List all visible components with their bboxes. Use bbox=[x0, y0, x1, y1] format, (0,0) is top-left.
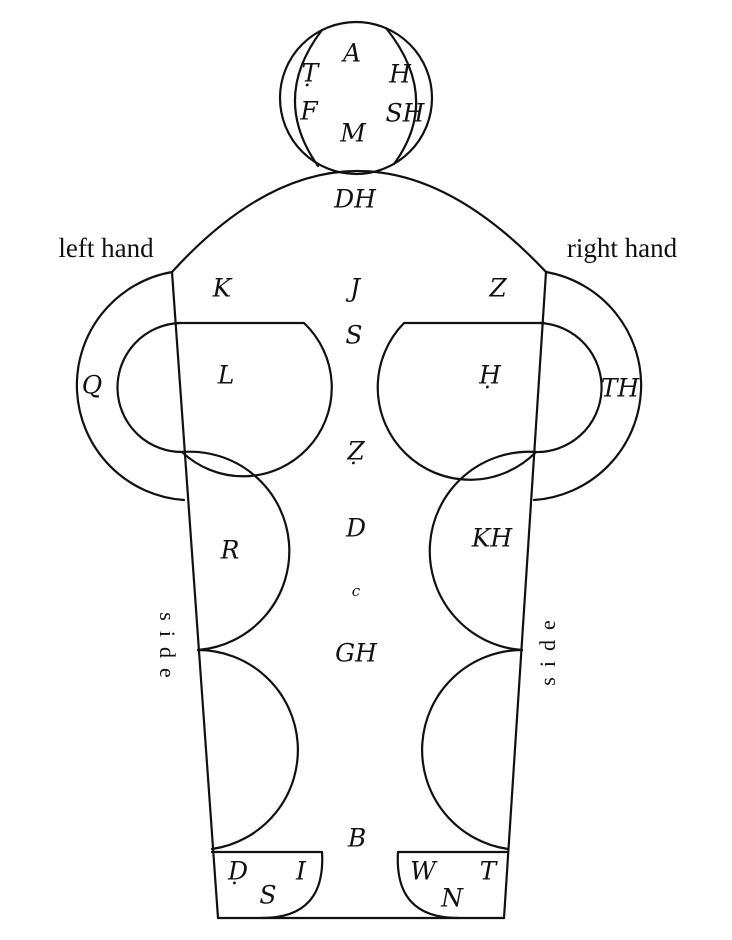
right-chest-half-disc bbox=[376, 321, 546, 481]
letter-c: c bbox=[352, 582, 361, 600]
left-lower-semicircle bbox=[196, 648, 299, 851]
letter-t: T bbox=[480, 857, 499, 886]
letter-d: D bbox=[345, 514, 366, 543]
letter-b: B bbox=[347, 824, 366, 853]
letter-w: W bbox=[410, 857, 438, 886]
letter-k: K bbox=[212, 274, 233, 303]
head-right-divider bbox=[384, 26, 418, 166]
letter-a: A bbox=[341, 39, 361, 68]
right-hand-outer-arc bbox=[532, 270, 643, 502]
letter-dh: DH bbox=[333, 185, 377, 214]
right-lower-semicircle bbox=[421, 648, 524, 851]
letter-n: N bbox=[440, 884, 464, 913]
letter-z: Z bbox=[488, 274, 507, 303]
letter-q: Q bbox=[82, 371, 103, 400]
letter-h-dot: Ḥ bbox=[478, 361, 502, 390]
right-middle-semicircle bbox=[428, 450, 538, 652]
letter-j: J bbox=[345, 274, 362, 303]
right-side-caption: side bbox=[535, 610, 560, 685]
left-middle-semicircle bbox=[180, 450, 291, 652]
left-hand-inner-arc bbox=[116, 321, 186, 454]
letter-kh: KH bbox=[471, 524, 514, 553]
head-left-divider bbox=[293, 28, 324, 168]
letter-sh: SH bbox=[386, 99, 426, 128]
letter-z-dot: Ẓ bbox=[346, 437, 365, 466]
right-hand-inner-arc bbox=[532, 321, 603, 454]
letter-th: TH bbox=[601, 374, 641, 403]
right-foot-cup bbox=[396, 850, 510, 920]
left-hand-outer-arc bbox=[75, 270, 186, 502]
left-foot-cup bbox=[210, 850, 324, 920]
right-hand-caption: right hand bbox=[567, 233, 678, 263]
letter-d-dot: Ḍ bbox=[227, 857, 248, 886]
letter-s: S bbox=[345, 321, 362, 350]
left-side-caption: side bbox=[155, 612, 180, 687]
right-body-side bbox=[502, 270, 548, 920]
letter-i: I bbox=[295, 857, 307, 886]
letter-s-foot: S bbox=[259, 881, 276, 910]
letter-t-dot: Ṭ bbox=[302, 59, 321, 88]
letter-m: M bbox=[339, 119, 367, 148]
letter-f: F bbox=[299, 97, 319, 126]
left-hand-caption: left hand bbox=[58, 233, 154, 263]
letter-l: L bbox=[217, 361, 235, 390]
letter-h: H bbox=[388, 60, 412, 89]
left-chest-half-disc bbox=[174, 321, 333, 478]
head-circle bbox=[278, 20, 434, 176]
letter-gh: GH bbox=[335, 639, 378, 668]
left-body-side bbox=[170, 270, 220, 920]
shoulder-arc bbox=[170, 170, 548, 274]
letter-r: R bbox=[220, 536, 240, 565]
